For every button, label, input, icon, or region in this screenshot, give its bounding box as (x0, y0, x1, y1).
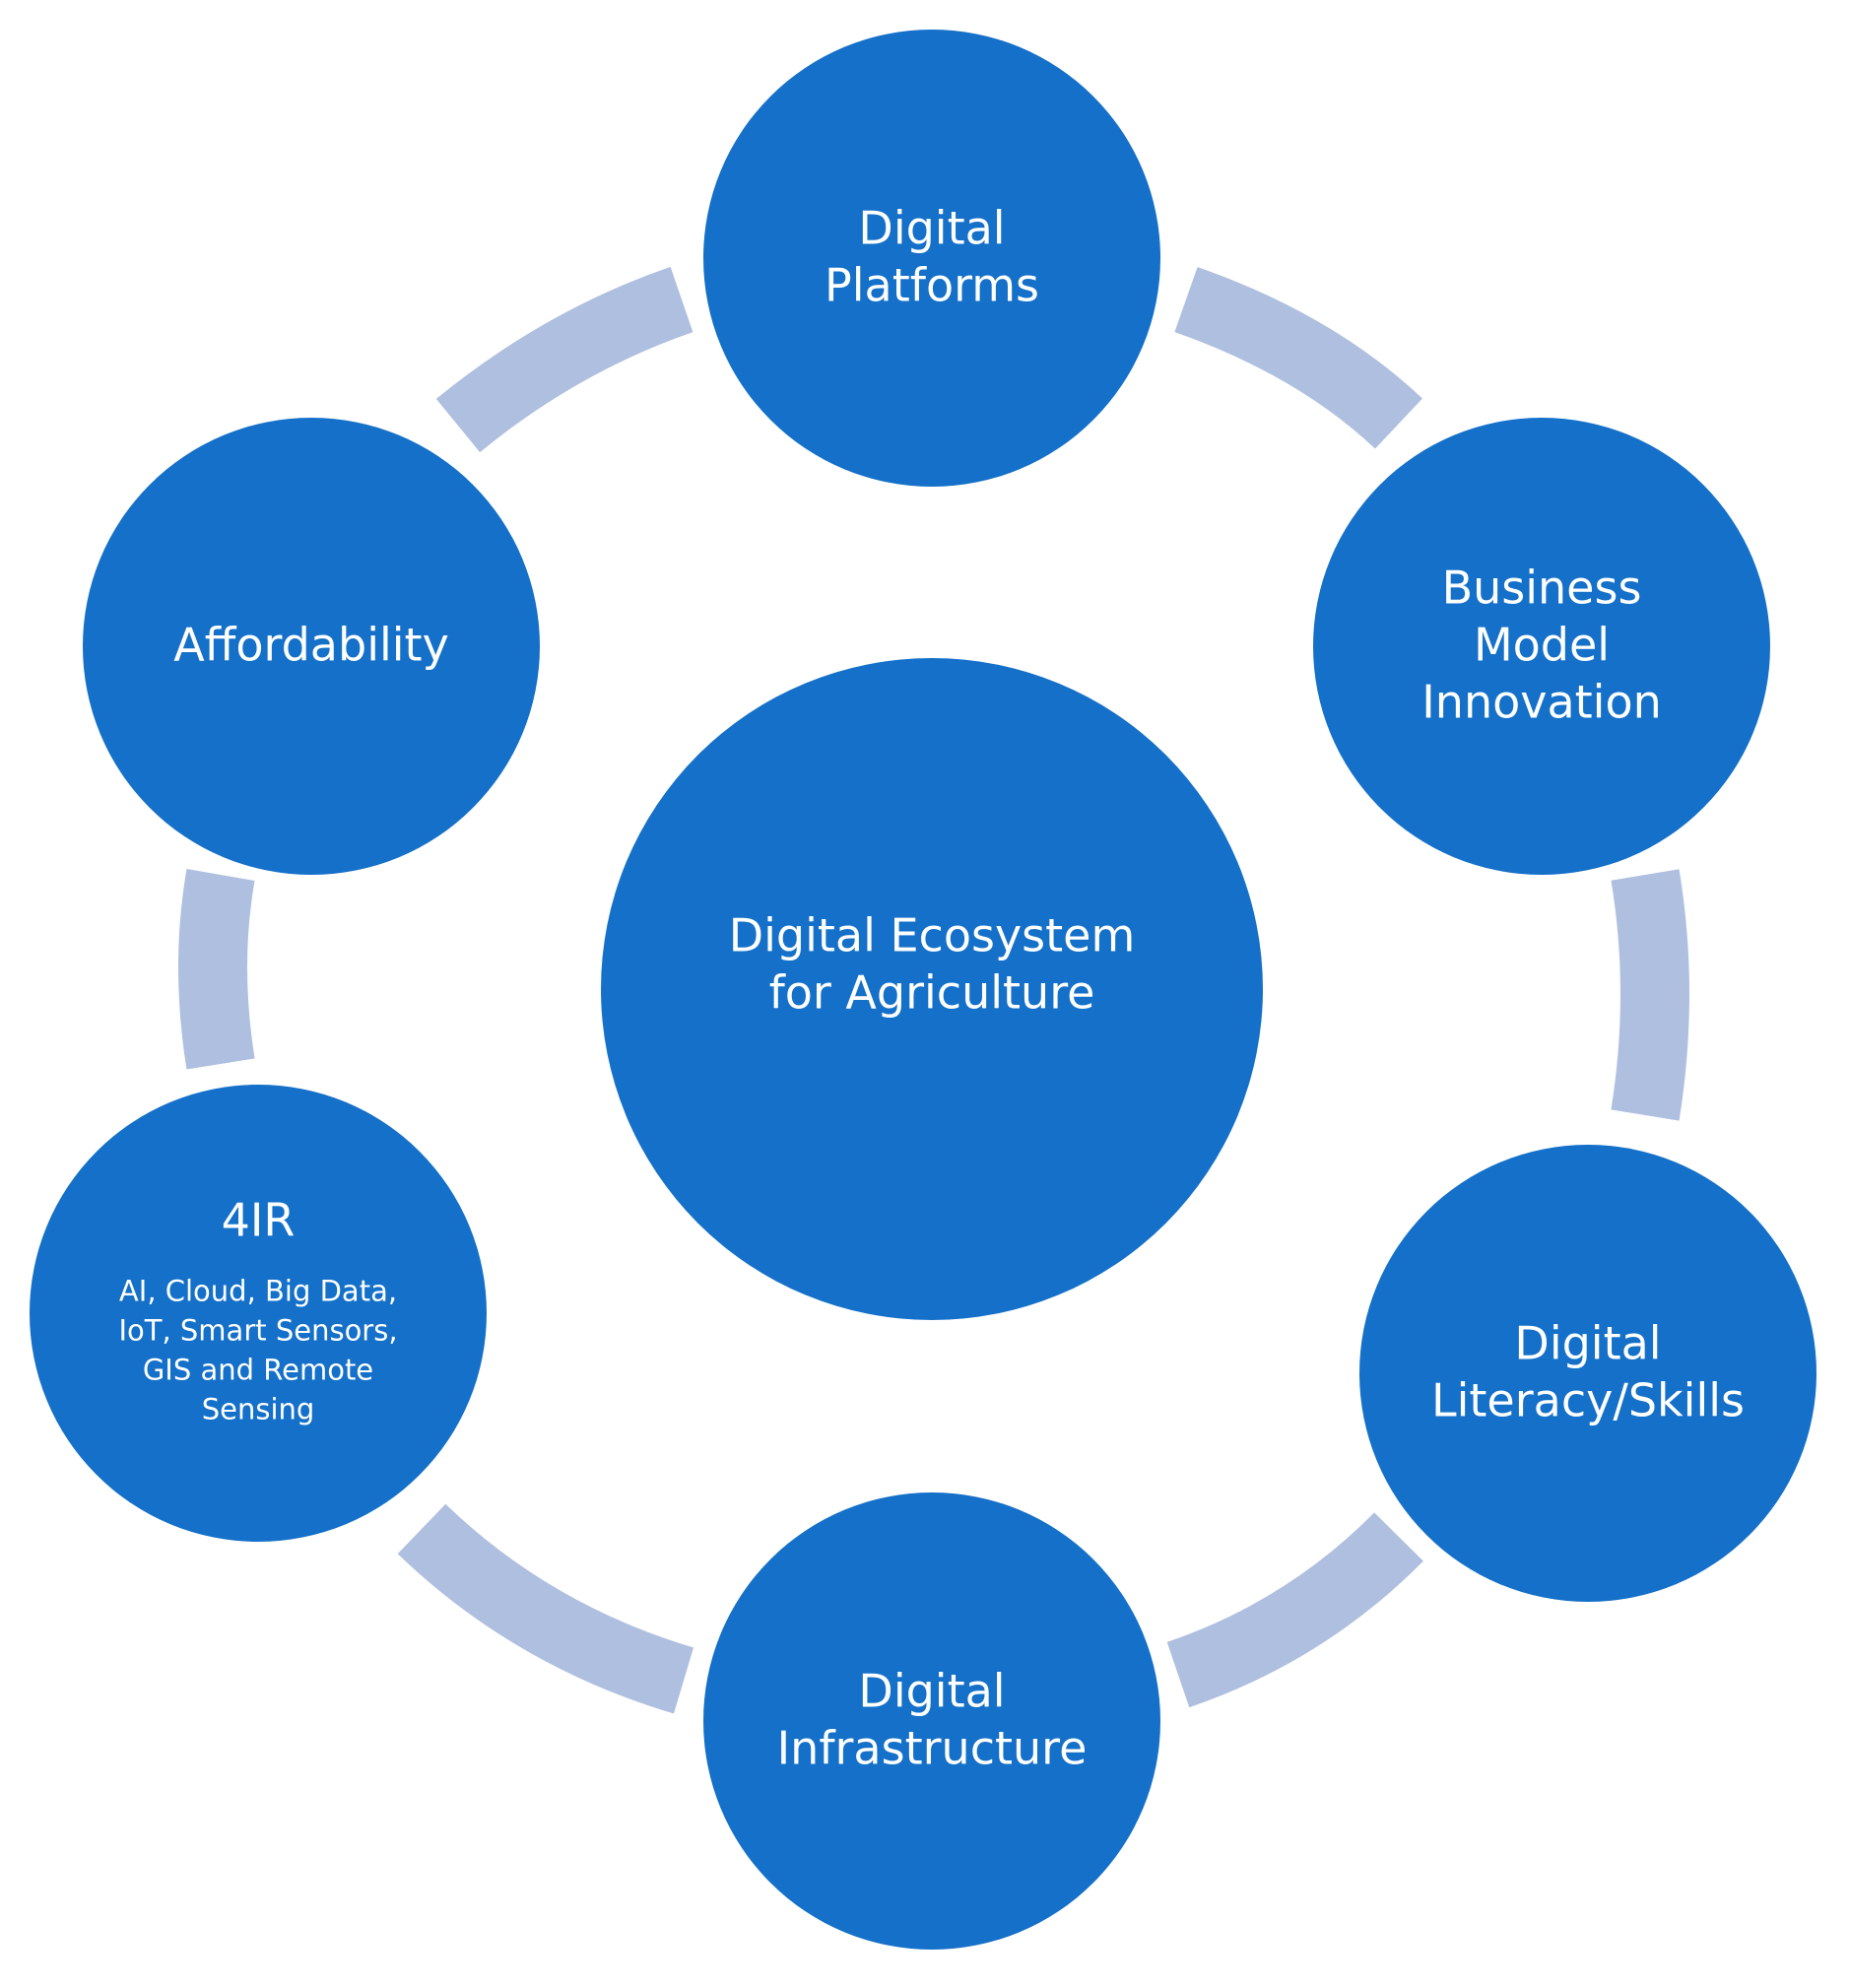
center-label-line-1: Digital Ecosystem (729, 909, 1136, 962)
node-label-business-model-innovation-line-3: Innovation (1421, 676, 1662, 729)
node-label-digital-literacy-skills-line-1: Digital (1514, 1317, 1661, 1370)
node-label-digital-platforms-line-1: Digital (858, 202, 1005, 255)
node-label-affordability-line-1: Affordability (173, 619, 449, 672)
connector-arc-4 (397, 1503, 694, 1714)
nodes: DigitalPlatformsBusinessModelInnovationD… (30, 30, 1816, 1950)
node-affordability: Affordability (83, 418, 540, 875)
node-sublabel-4ir-line-3: GIS and Remote (143, 1354, 373, 1387)
node-label-digital-platforms-line-2: Platforms (825, 259, 1039, 312)
node-circle-4ir (30, 1085, 487, 1542)
connector-arc-3 (1166, 1512, 1423, 1708)
node-sublabel-4ir-line-1: AI, Cloud, Big Data, (119, 1275, 397, 1308)
connectors (178, 266, 1689, 1714)
center-label-line-2: for Agriculture (769, 966, 1095, 1020)
connector-arc-5 (178, 869, 255, 1070)
node-label-digital-infrastructure-line-1: Digital (858, 1665, 1005, 1718)
node-circle-digital-literacy-skills (1359, 1145, 1816, 1602)
node-label-4ir-line-1: 4IR (222, 1194, 296, 1247)
connector-arc-1 (1174, 266, 1422, 449)
node-circle-digital-infrastructure (703, 1492, 1160, 1950)
node-label-digital-infrastructure-line-2: Infrastructure (777, 1722, 1088, 1775)
node-label-digital-literacy-skills-line-2: Literacy/Skills (1431, 1374, 1745, 1427)
node-circle-business-model-innovation (1313, 418, 1770, 875)
node-sublabel-4ir-line-2: IoT, Smart Sensors, (118, 1314, 397, 1348)
node-label-business-model-innovation-line-1: Business (1442, 562, 1642, 615)
center-circle (601, 658, 1263, 1320)
node-circle-digital-platforms (703, 30, 1160, 487)
node-label-business-model-innovation-line-2: Model (1474, 619, 1610, 672)
node-sublabel-4ir-line-4: Sensing (202, 1393, 315, 1426)
connector-arc-2 (1611, 869, 1689, 1121)
connector-arc-6 (435, 266, 693, 453)
node-4ir: 4IR AI, Cloud, Big Data, IoT, Smart Sensor… (30, 1085, 487, 1542)
node-circle-affordability (83, 418, 540, 875)
